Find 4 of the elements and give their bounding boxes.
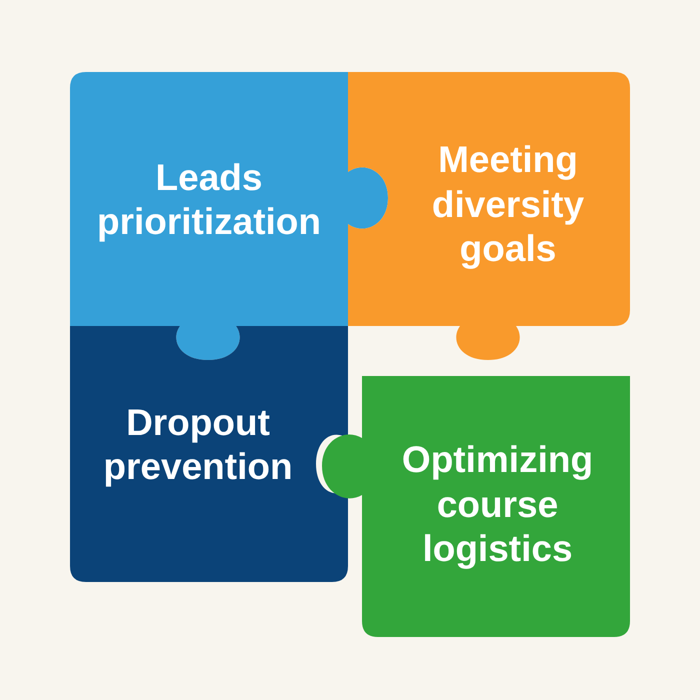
piece-label: Dropout prevention bbox=[102, 400, 294, 489]
piece-label: Optimizing course logistics bbox=[400, 438, 594, 572]
piece-label: Leads prioritization bbox=[96, 156, 322, 244]
piece-label: Meeting diversity goals bbox=[430, 138, 586, 272]
